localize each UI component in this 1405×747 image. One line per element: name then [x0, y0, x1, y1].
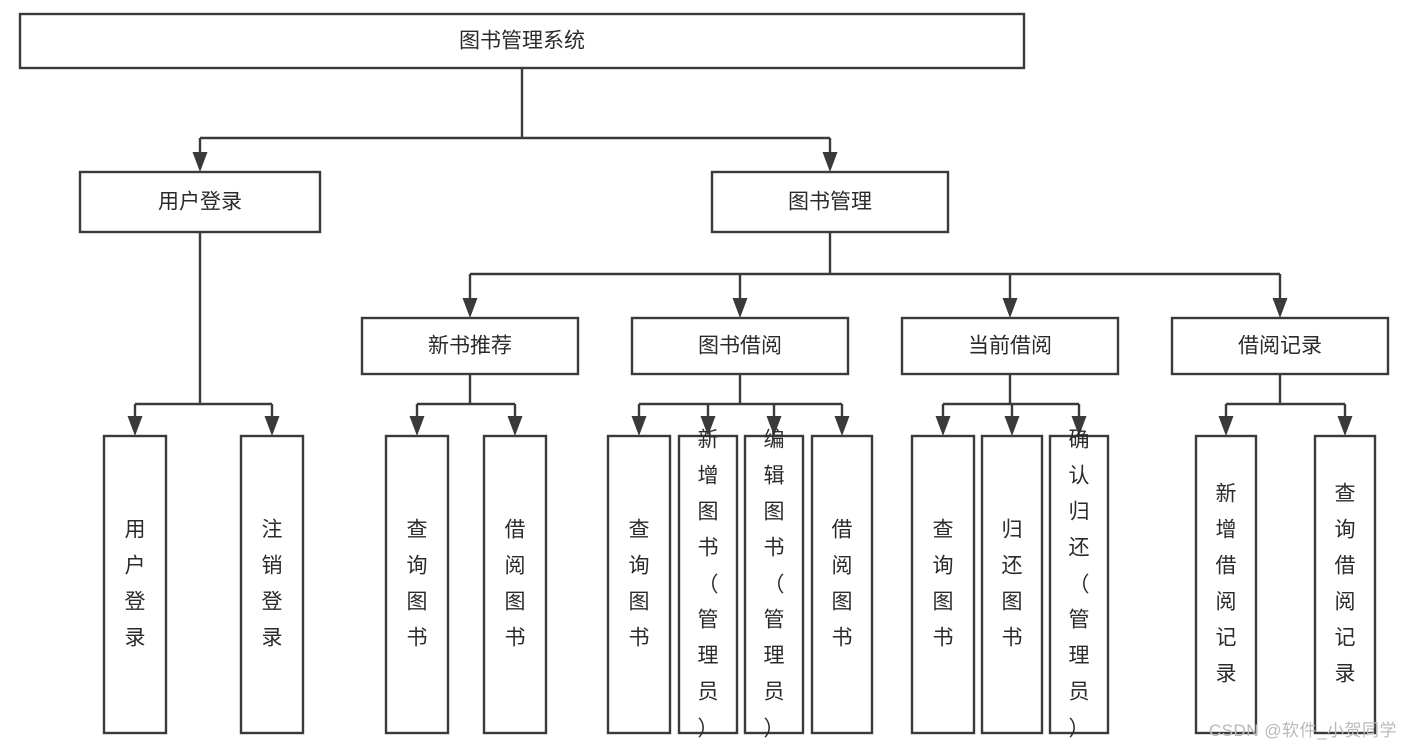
node-box[interactable]	[1170, 316, 1390, 376]
edge-group	[1218, 374, 1353, 436]
node-label: 新增借阅记录	[1216, 482, 1237, 685]
node-l2_1[interactable]: 用户登录	[78, 170, 322, 234]
node-box[interactable]	[1194, 434, 1258, 735]
node-lf_e2[interactable]: 查询借阅记录	[1313, 434, 1377, 735]
node-label: 用户登录	[125, 518, 146, 649]
node-label: 图书借阅	[698, 335, 782, 358]
node-label: 确认归还（管理员）	[1069, 428, 1090, 740]
node-label: 查询图书	[629, 518, 650, 649]
node-label: 图书管理	[788, 191, 872, 214]
edge-group	[127, 232, 280, 436]
node-lf_c2[interactable]: 新增图书（管理员）	[677, 428, 739, 740]
node-box[interactable]	[630, 316, 850, 376]
node-box[interactable]	[710, 170, 950, 234]
node-box[interactable]	[677, 434, 739, 735]
node-lf_e1[interactable]: 新增借阅记录	[1194, 434, 1258, 735]
node-lf_c3[interactable]: 编辑图书（管理员）	[743, 428, 805, 740]
node-label: 用户登录	[158, 191, 242, 214]
node-label: 编辑图书（管理员）	[764, 428, 785, 740]
node-lf_d3[interactable]: 确认归还（管理员）	[1048, 428, 1110, 740]
node-label: 借阅记录	[1238, 335, 1322, 358]
node-box[interactable]	[482, 434, 548, 735]
node-box[interactable]	[78, 170, 322, 234]
node-box[interactable]	[910, 434, 976, 735]
node-label: 当前借阅	[968, 335, 1052, 358]
edge-group	[631, 374, 850, 436]
node-box[interactable]	[102, 434, 168, 735]
node-root[interactable]: 图书管理系统	[18, 12, 1026, 70]
node-label: 借阅图书	[832, 518, 853, 649]
node-label: 归还图书	[1002, 518, 1023, 649]
node-box[interactable]	[980, 434, 1044, 735]
node-lf_b1[interactable]: 查询图书	[384, 434, 450, 735]
node-box[interactable]	[900, 316, 1120, 376]
node-box[interactable]	[606, 434, 672, 735]
node-label: 新书推荐	[428, 335, 512, 358]
node-box[interactable]	[1048, 434, 1110, 735]
node-lf_a1[interactable]: 用户登录	[102, 434, 168, 735]
node-box[interactable]	[810, 434, 874, 735]
edge-group	[462, 232, 1288, 318]
node-l2_2[interactable]: 图书管理	[710, 170, 950, 234]
edges-layer	[127, 68, 1353, 436]
node-l3_1[interactable]: 新书推荐	[360, 316, 580, 376]
node-label: 图书管理系统	[459, 30, 585, 53]
node-lf_c4[interactable]: 借阅图书	[810, 434, 874, 735]
node-box[interactable]	[18, 12, 1026, 70]
node-label: 查询图书	[933, 518, 954, 649]
node-box[interactable]	[743, 434, 805, 735]
edge-group	[192, 68, 838, 172]
node-box[interactable]	[360, 316, 580, 376]
node-l3_3[interactable]: 当前借阅	[900, 316, 1120, 376]
node-lf_b2[interactable]: 借阅图书	[482, 434, 548, 735]
node-lf_a2[interactable]: 注销登录	[239, 434, 305, 735]
node-label: 注销登录	[262, 518, 283, 649]
nodes-layer: 图书管理系统用户登录图书管理新书推荐图书借阅当前借阅借阅记录用户登录注销登录查询…	[18, 12, 1390, 740]
node-l3_4[interactable]: 借阅记录	[1170, 316, 1390, 376]
node-lf_d2[interactable]: 归还图书	[980, 434, 1044, 735]
node-label: 新增图书（管理员）	[698, 428, 719, 740]
node-box[interactable]	[239, 434, 305, 735]
node-box[interactable]	[384, 434, 450, 735]
node-label: 查询图书	[407, 518, 428, 649]
node-l3_2[interactable]: 图书借阅	[630, 316, 850, 376]
node-box[interactable]	[1313, 434, 1377, 735]
edge-group	[935, 374, 1087, 436]
node-label: 借阅图书	[505, 518, 526, 649]
node-lf_d1[interactable]: 查询图书	[910, 434, 976, 735]
edge-group	[409, 374, 523, 436]
node-lf_c1[interactable]: 查询图书	[606, 434, 672, 735]
node-label: 查询借阅记录	[1335, 482, 1356, 685]
